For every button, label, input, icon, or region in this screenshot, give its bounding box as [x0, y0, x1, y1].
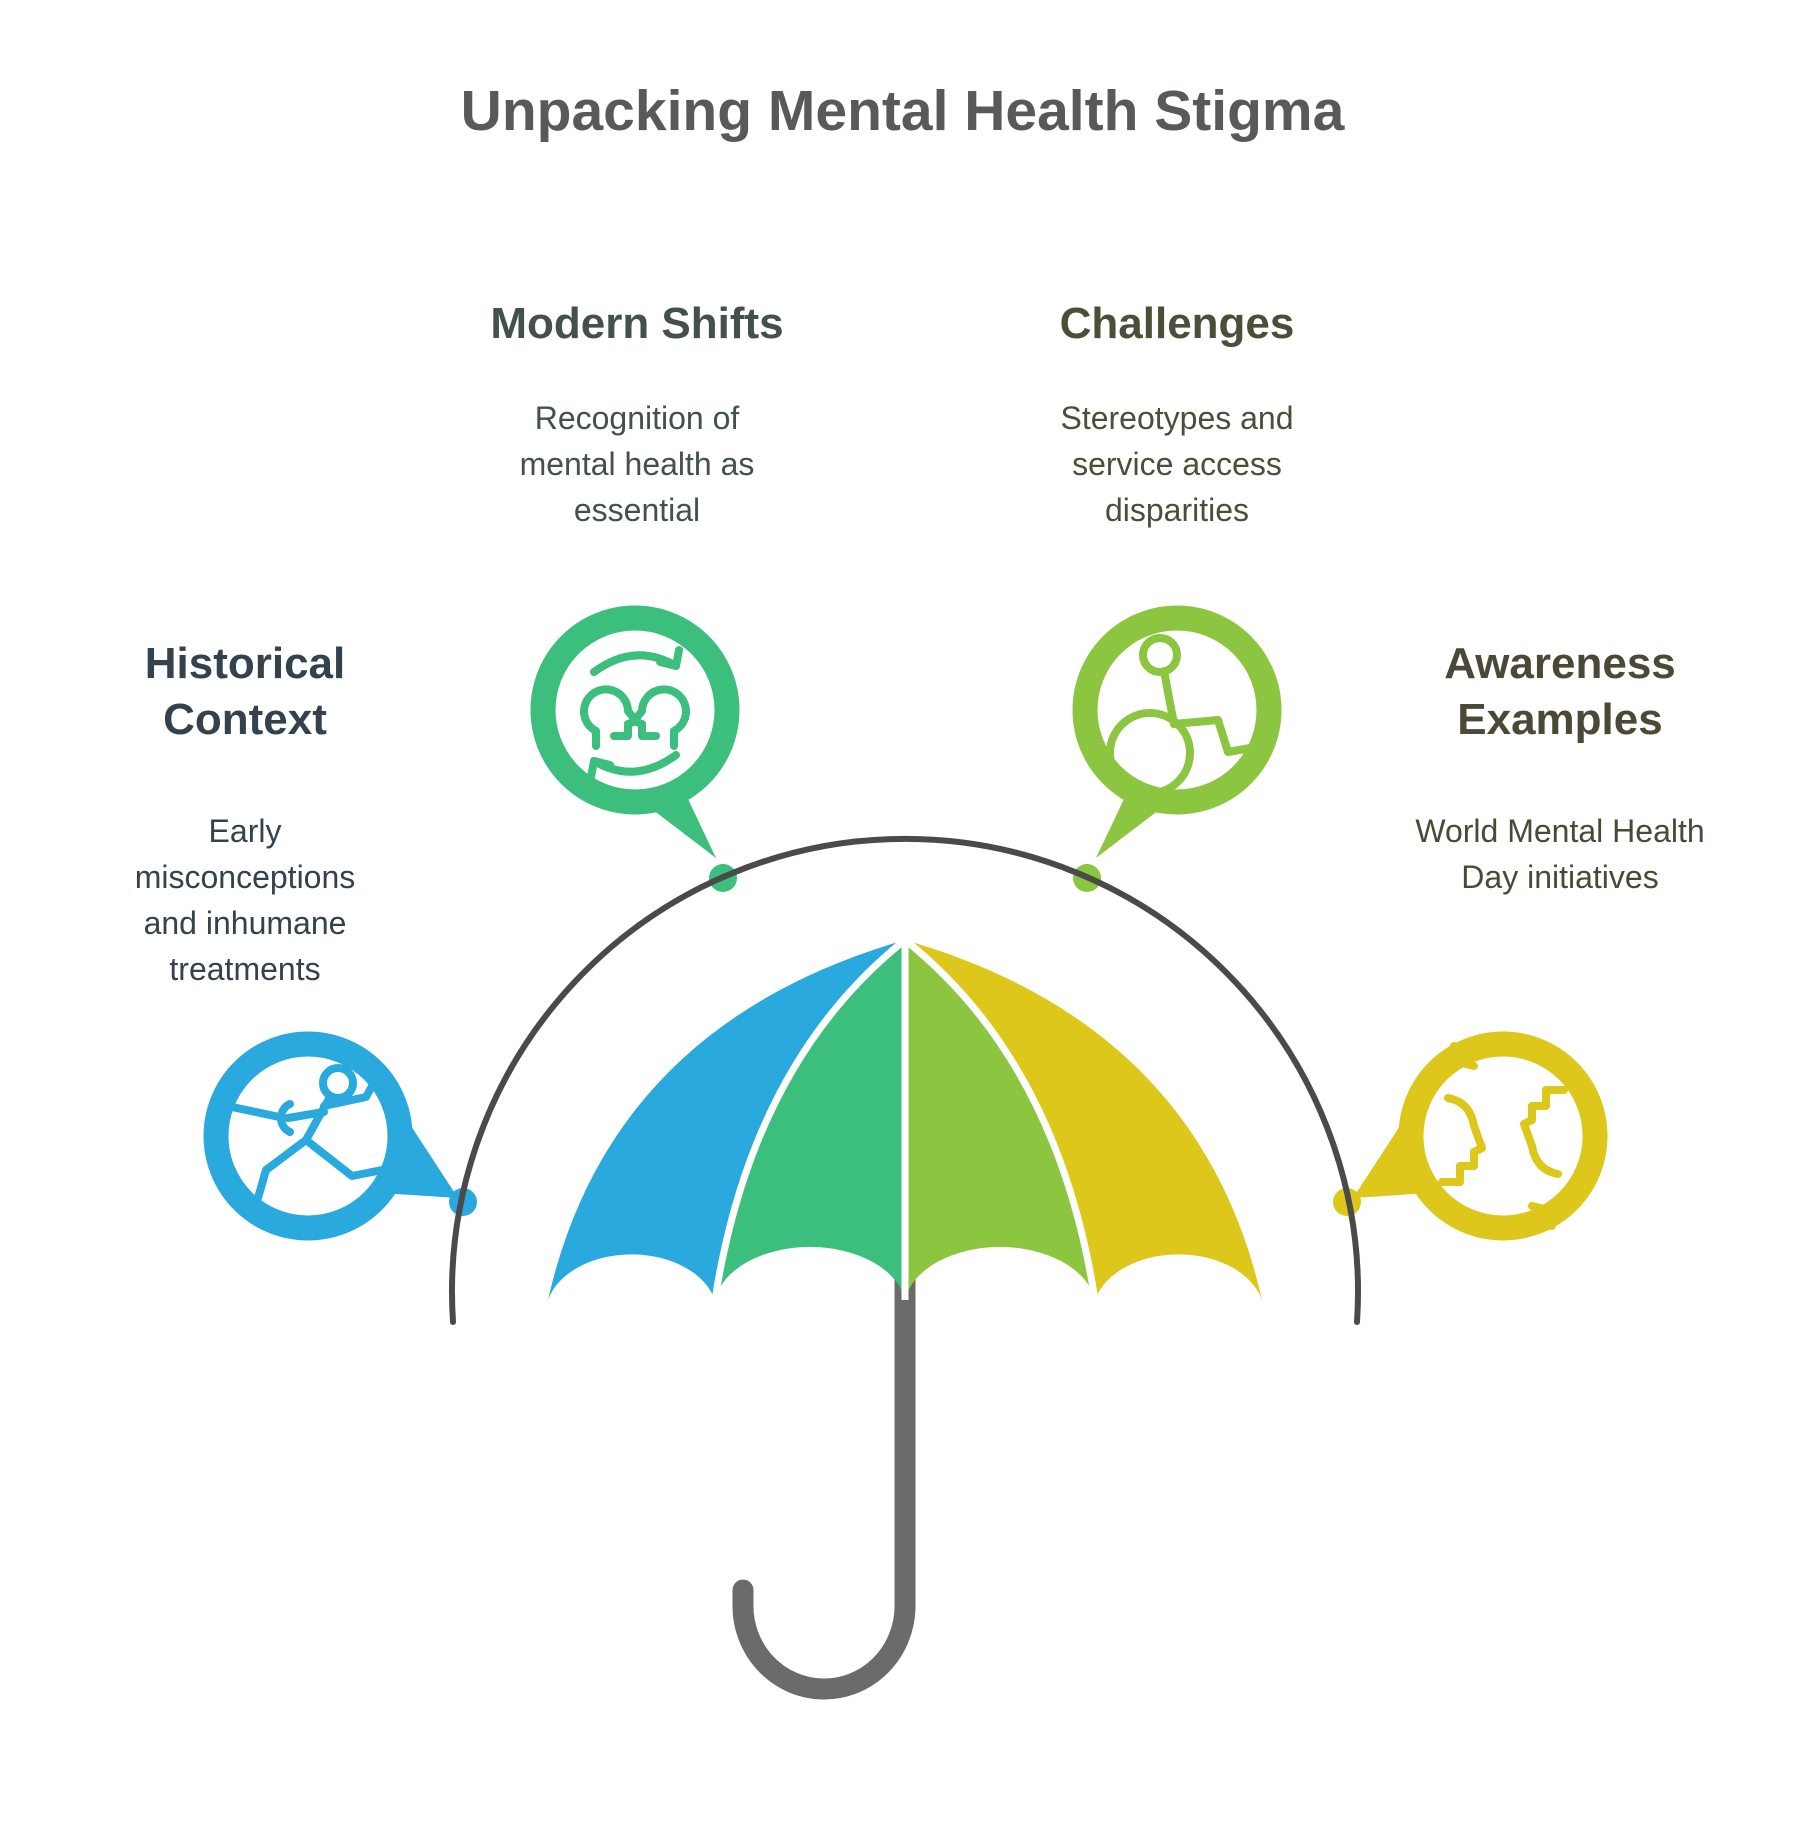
section-body-challenges: Stereotypes and service access dispariti… — [1060, 400, 1294, 529]
section-heading-historical-context: Historical Context — [144, 639, 346, 745]
page-title: Unpacking Mental Health Stigma — [460, 79, 1345, 143]
section-body-modern-shifts: Recognition of mental health as essentia… — [519, 400, 755, 529]
icon-bubble-historical-context — [203, 1031, 458, 1241]
bubble-ring — [530, 605, 740, 815]
umbrella-handle — [732, 1269, 916, 1700]
umbrella — [548, 937, 1262, 1700]
icon-bubble-awareness-examples — [1353, 1031, 1608, 1241]
section-body-awareness-examples: World Mental Health Day initiatives — [1415, 813, 1705, 896]
bubble-ring — [1072, 605, 1282, 815]
wheelchair-icon — [1106, 634, 1260, 797]
bubble-ring — [1398, 1031, 1608, 1241]
section-heading-challenges: Challenges — [1059, 299, 1295, 348]
umbrella-panel-lightgreen — [905, 940, 1095, 1300]
umbrella-panel-green — [715, 940, 905, 1300]
profiles-swap-icon — [1438, 1042, 1568, 1230]
icon-bubble-modern-shifts — [530, 605, 740, 858]
umbrella-seams — [711, 937, 1099, 1301]
icon-bubble-challenges — [1072, 605, 1282, 858]
fencer-icon — [214, 1064, 386, 1202]
section-heading-modern-shifts: Modern Shifts — [490, 299, 784, 348]
timeline-arc — [449, 835, 1361, 1325]
section-heading-awareness-examples: Awareness Examples — [1444, 639, 1676, 745]
section-body-historical-context: Early misconceptions and inhumane treatm… — [134, 813, 356, 988]
exchange-heads-icon — [580, 646, 690, 781]
